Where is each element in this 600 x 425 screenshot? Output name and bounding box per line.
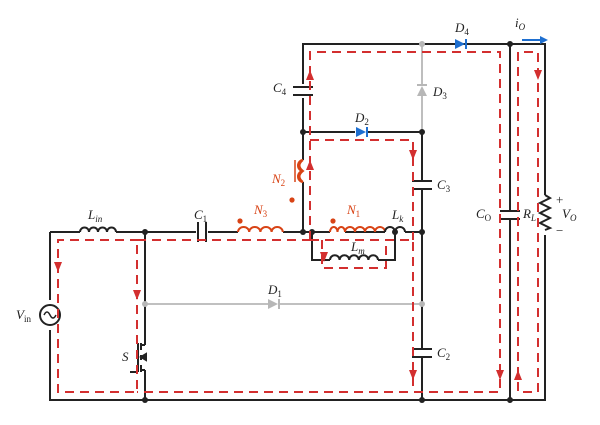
label-vo: VO (562, 206, 577, 223)
inactive-wires (145, 44, 423, 305)
n1-dot (330, 218, 336, 224)
label-io: iO (515, 15, 526, 32)
d2-diode (356, 127, 366, 137)
path-lm-loop (321, 240, 387, 269)
label-d4: D4 (454, 20, 469, 37)
label-plus: + (556, 192, 563, 207)
label-n3: N3 (253, 202, 268, 219)
c3-capacitor (412, 180, 432, 190)
label-n1: N1 (346, 202, 360, 219)
label-d1: D1 (267, 282, 282, 299)
label-c2: C2 (437, 345, 450, 362)
label-minus: − (556, 223, 563, 238)
label-lk: Lk (391, 207, 404, 224)
n3-dot (237, 218, 243, 224)
label-c4: C4 (273, 80, 287, 97)
co-capacitor (500, 210, 520, 220)
path-main-loop (137, 51, 501, 393)
label-s: S (122, 349, 129, 364)
current-paths (57, 51, 539, 393)
label-d3: D3 (432, 84, 447, 101)
n2-dot (289, 197, 295, 203)
d1-diode (268, 299, 278, 309)
n1-winding (329, 226, 386, 233)
current-arrows (54, 70, 542, 380)
path-input-loop (57, 239, 138, 393)
label-rl: RL (522, 206, 536, 223)
path-n1-branch (310, 239, 414, 392)
n2-coil (298, 159, 305, 183)
lm-inductor (329, 254, 379, 261)
c2-capacitor (412, 348, 432, 358)
label-lm: Lm (350, 239, 365, 256)
wires (49, 43, 546, 401)
junction-dots (142, 41, 513, 403)
gray-junctions (142, 41, 425, 307)
label-c3: C3 (437, 177, 451, 194)
rl-resistor (537, 194, 553, 231)
path-d2-loop (310, 139, 414, 240)
io-arrow (522, 36, 548, 44)
label-vin: Vin (16, 307, 31, 324)
c1-capacitor (197, 222, 207, 242)
label-n2: N2 (271, 171, 285, 188)
label-lin: Lin (87, 207, 103, 224)
lin-inductor (79, 226, 117, 233)
d4-diode (455, 39, 465, 49)
n3-winding (237, 226, 284, 233)
label-d2: D2 (354, 110, 369, 127)
label-co: CO (476, 206, 492, 223)
label-c1: C1 (194, 207, 207, 224)
vin-source (39, 304, 61, 326)
path-output-loop (517, 51, 539, 393)
d3-diode (417, 86, 427, 96)
